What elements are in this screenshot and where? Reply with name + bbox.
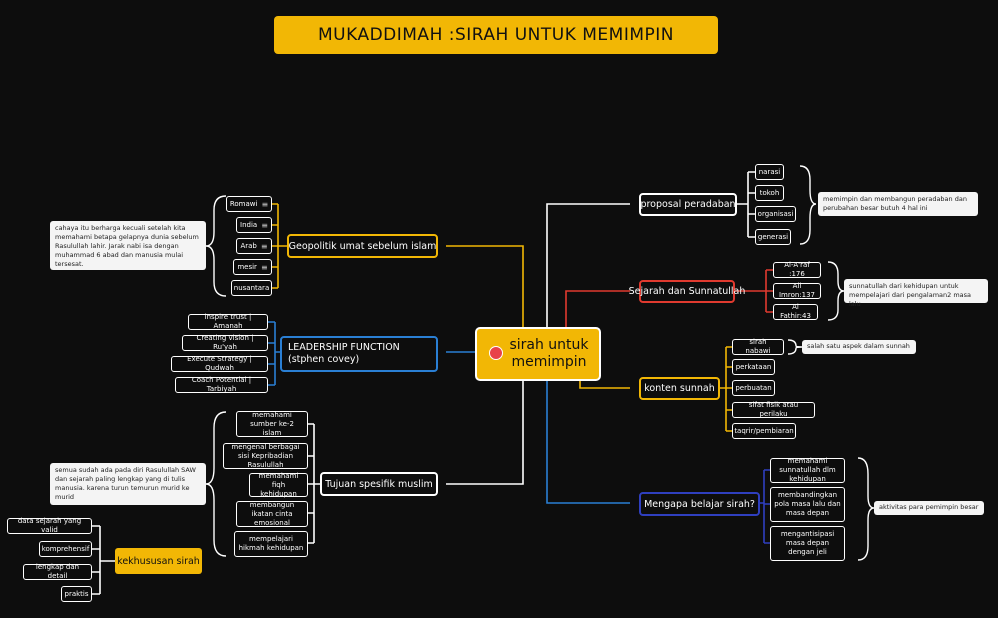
subtopic-sirah-nabawi[interactable]: sirah nabawi xyxy=(732,338,784,355)
note-konten: salah satu aspek dalam sunnah xyxy=(802,340,916,354)
subtopic-romawi[interactable]: Romawi≡ xyxy=(226,196,272,212)
topic-leadership[interactable]: LEADERSHIP FUNCTION (stphen covey) xyxy=(280,336,438,372)
subtopic-antisipasi[interactable]: mengantisipasi masa depan dengan jeli xyxy=(770,526,845,561)
subtopic-cinta[interactable]: membangun ikatan cinta emosional xyxy=(236,501,308,527)
subtopic-ali-imron[interactable]: Ali Imron:137 xyxy=(773,282,821,299)
topic-tujuan[interactable]: Tujuan spesifik muslim xyxy=(320,472,438,496)
subtopic-coach-potential[interactable]: Coach Potential | Tarbiyah xyxy=(175,376,268,393)
subtopic-pola[interactable]: membandingkan pola masa lalu dan masa de… xyxy=(770,487,845,522)
topic-konten[interactable]: konten sunnah xyxy=(639,377,720,400)
subtopic-komprehensif[interactable]: komprehensif xyxy=(39,541,92,557)
note-geopolitik: cahaya itu berharga kecuali setelah kita… xyxy=(50,221,206,270)
note-proposal: memimpin dan membangun peradaban dan per… xyxy=(818,192,978,216)
subtopic-sumber-islam[interactable]: memahami sumber ke-2 islam xyxy=(236,411,308,437)
subtopic-sunnatullah[interactable]: memahami sunnatullah dlm kehidupan xyxy=(770,457,845,483)
subtopic-al-fathir[interactable]: Al Fathir:43 xyxy=(773,303,818,320)
red-dot-icon xyxy=(489,346,503,360)
notes-icon: ≡ xyxy=(260,262,268,272)
subtopic-lengkap[interactable]: lengkap dan detail xyxy=(23,563,92,580)
subtopic-al-araf[interactable]: Al-A'raf :176 xyxy=(773,261,821,278)
notes-icon: ≡ xyxy=(260,241,268,251)
subtopic-execute-strategy[interactable]: Execute Strategy | Qudwah xyxy=(171,355,268,372)
note-mengapa: aktivitas para pemimpin besar xyxy=(874,501,984,515)
subtopic-india[interactable]: India≡ xyxy=(236,217,272,233)
notes-icon: ≡ xyxy=(261,220,268,230)
subtopic-sifat-fisik[interactable]: sifat fisik atau perilaku xyxy=(732,401,815,418)
topic-geopolitik[interactable]: Geopolitik umat sebelum islam xyxy=(287,234,438,258)
note-sejarah: sunnatullah dari kehidupan untuk mempela… xyxy=(844,279,988,308)
subtopic-perbuatan[interactable]: perbuatan xyxy=(732,380,775,396)
subtopic-inspire-trust[interactable]: inspire trust | Amanah xyxy=(188,313,268,330)
subtopic-generasi[interactable]: generasi xyxy=(755,229,791,245)
subtopic-arab[interactable]: Arab≡ xyxy=(236,238,272,254)
note-tujuan: semua sudah ada pada diri Rasulullah SAW… xyxy=(50,463,206,505)
subtopic-data-valid[interactable]: data sejarah yang valid xyxy=(7,517,92,534)
topic-mengapa[interactable]: Mengapa belajar sirah? xyxy=(639,492,760,516)
topic-kekhususan[interactable]: kekhususan sirah xyxy=(115,548,202,574)
subtopic-tokoh[interactable]: tokoh xyxy=(755,185,784,201)
subtopic-taqrir[interactable]: taqrir/pembiaran xyxy=(732,423,796,439)
page-title: MUKADDIMAH :SIRAH UNTUK MEMIMPIN xyxy=(274,16,718,54)
subtopic-kepribadian[interactable]: mengenal berbagai sisi Kepribadian Rasul… xyxy=(223,443,308,469)
subtopic-mesir[interactable]: mesir≡ xyxy=(233,259,272,275)
notes-icon: ≡ xyxy=(261,199,269,209)
subtopic-praktis[interactable]: praktis xyxy=(61,586,92,602)
subtopic-organisasi[interactable]: organisasi xyxy=(755,206,796,222)
subtopic-fiqh[interactable]: memahami fiqh kehidupan xyxy=(249,472,308,498)
topic-proposal[interactable]: proposal peradaban xyxy=(639,193,737,216)
subtopic-perkataan[interactable]: perkataan xyxy=(732,359,775,375)
subtopic-nusantara[interactable]: nusantara xyxy=(231,280,272,296)
topic-sejarah[interactable]: Sejarah dan Sunnatullah xyxy=(629,280,745,303)
subtopic-creating-vision[interactable]: Creating vision | Ru'yah xyxy=(182,334,268,351)
subtopic-narasi[interactable]: narasi xyxy=(755,164,784,180)
subtopic-hikmah[interactable]: mempelajari hikmah kehidupan xyxy=(234,531,308,557)
